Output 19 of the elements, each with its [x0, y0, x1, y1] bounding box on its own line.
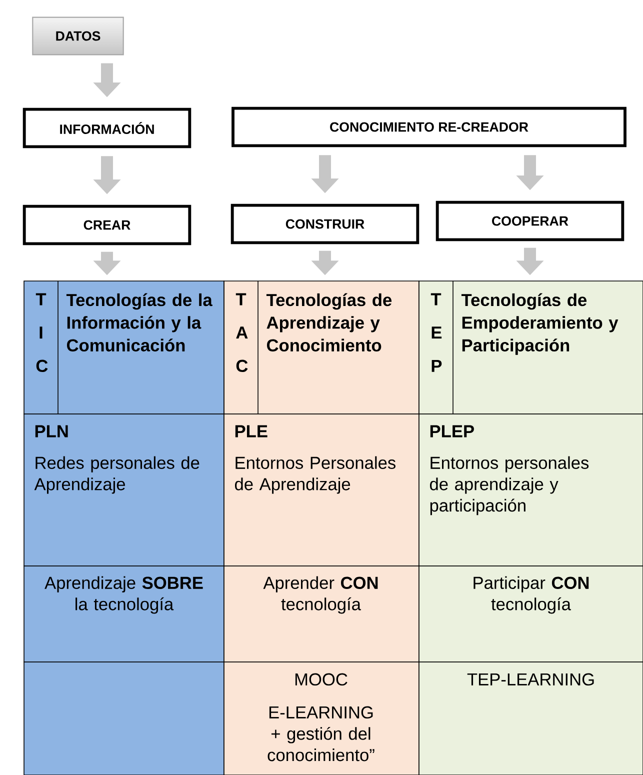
table-cell: Aprender CON tecnología	[224, 566, 420, 662]
node-label: Tecnologías de Empoderamiento y Participación	[461, 293, 618, 355]
process-box: CONSTRUIR	[230, 204, 420, 244]
table-header-cell: T I C Tecnologías de la Información y la Comunicación	[24, 280, 224, 414]
table-cell: PLN Redes personales de Aprendizaje	[24, 414, 224, 566]
node-label: T E P	[430, 293, 442, 372]
table-cell: PLEP Entornos personales de aprendizaje y participación	[418, 414, 643, 566]
table-cell: MOOC E-LEARNING + gestión del conocimiento”	[224, 662, 420, 775]
shaded-box: DATOS	[32, 16, 124, 56]
table-cell: Participar CON tecnología	[418, 566, 643, 662]
table-cell: Aprendizaje SOBRE la tecnología	[24, 566, 224, 662]
process-box: CREAR	[22, 204, 192, 246]
process-box: CONOCIMIENTO RE-CREADOR	[232, 106, 626, 148]
table-header-cell: T A C Tecnologías de Aprendizaje y Conocimiento	[224, 280, 420, 414]
table-cell: TEP-LEARNING	[418, 662, 643, 775]
process-box: INFORMACIÓN	[22, 108, 192, 148]
process-box: COOPERAR	[436, 200, 624, 242]
table-header-cell: T E P Tecnologías de Empoderamiento y Participación	[418, 280, 643, 414]
table-cell: PLE Entornos Personales de Aprendizaje	[224, 414, 420, 566]
